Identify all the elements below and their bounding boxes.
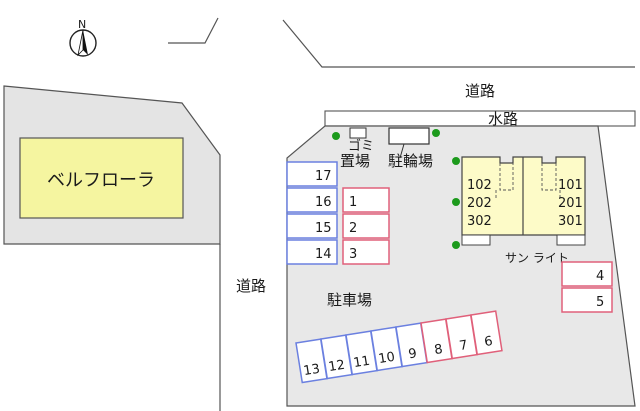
parking-space-number: 5: [596, 295, 604, 310]
building-name: サン ライト: [505, 251, 569, 265]
garbage-label-line1: ゴミ: [348, 138, 374, 154]
unit-202: 202: [467, 196, 492, 211]
tree-icon: [332, 132, 340, 140]
parking-space-number: 13: [302, 362, 321, 379]
parking-space-number: 8: [433, 342, 444, 358]
parking-space: [470, 310, 503, 356]
neighbor-building-name: ベルフローラ: [47, 170, 155, 191]
waterway: 水路: [324, 110, 636, 128]
parking-space-number: 16: [315, 195, 332, 210]
road-edge-top-left: [168, 17, 219, 44]
parking-space-number: 9: [407, 346, 418, 362]
parking-space: [286, 213, 338, 239]
garbage-label-line2: 置場: [340, 152, 370, 170]
tree-icon: [432, 129, 440, 137]
parking-space: [342, 213, 390, 239]
parking-space: [561, 261, 613, 287]
parking-space: [286, 187, 338, 213]
parking-space-number: 11: [352, 354, 371, 371]
neighbor-building: [19, 137, 184, 219]
parking-right-red: 4 5: [561, 261, 613, 313]
parking-space: [286, 161, 338, 187]
tree-icon: [452, 157, 460, 165]
garbage-area: ゴミ 置場: [340, 127, 374, 170]
parking-space-number: 17: [315, 169, 332, 184]
road-edges: [168, 17, 635, 411]
unit-201: 201: [558, 196, 583, 211]
parking-space: [342, 187, 390, 213]
waterway-label: 水路: [488, 110, 518, 128]
parking-space-number: 2: [349, 221, 357, 236]
top-road-label: 道路: [465, 82, 495, 100]
parking-space-number: 3: [349, 247, 357, 262]
tree-icon: [452, 198, 460, 206]
parking-space-number: 15: [315, 221, 332, 236]
parking-column-blue: 17 16 15 14: [286, 161, 338, 265]
parking-space-number: 6: [483, 334, 494, 350]
parking-space-number: 14: [315, 247, 332, 262]
parking-space: [342, 239, 390, 265]
apartment-building: 102 202 302 101 201 301 サン ライト: [461, 156, 586, 265]
left-road-label: 道路: [236, 277, 266, 295]
unit-301: 301: [558, 214, 583, 229]
compass-label: N: [78, 18, 86, 31]
unit-302: 302: [467, 214, 492, 229]
parking-column-red: 1 2 3: [342, 187, 390, 265]
parking-space-number: 4: [596, 269, 604, 284]
parking-space-number: 12: [327, 358, 346, 375]
north-arrow-icon: N: [69, 18, 97, 57]
parking-space: [561, 287, 613, 313]
unit-102: 102: [467, 178, 492, 193]
road-edge-top-right: [282, 19, 635, 68]
parking-space-number: 1: [349, 195, 357, 210]
parking-space-number: 10: [377, 350, 396, 367]
parking-lot-label: 駐車場: [327, 291, 372, 309]
bicycle-parking: 駐輪場: [388, 127, 433, 170]
bicycle-parking-label: 駐輪場: [388, 152, 433, 170]
parking-space-number: 7: [458, 338, 469, 354]
parking-row-bottom: 13 12 11 10 9 8 7 6: [295, 310, 503, 384]
tree-icon: [452, 241, 460, 249]
trees: [332, 129, 460, 249]
unit-101: 101: [558, 178, 583, 193]
parking-space: [286, 239, 338, 265]
